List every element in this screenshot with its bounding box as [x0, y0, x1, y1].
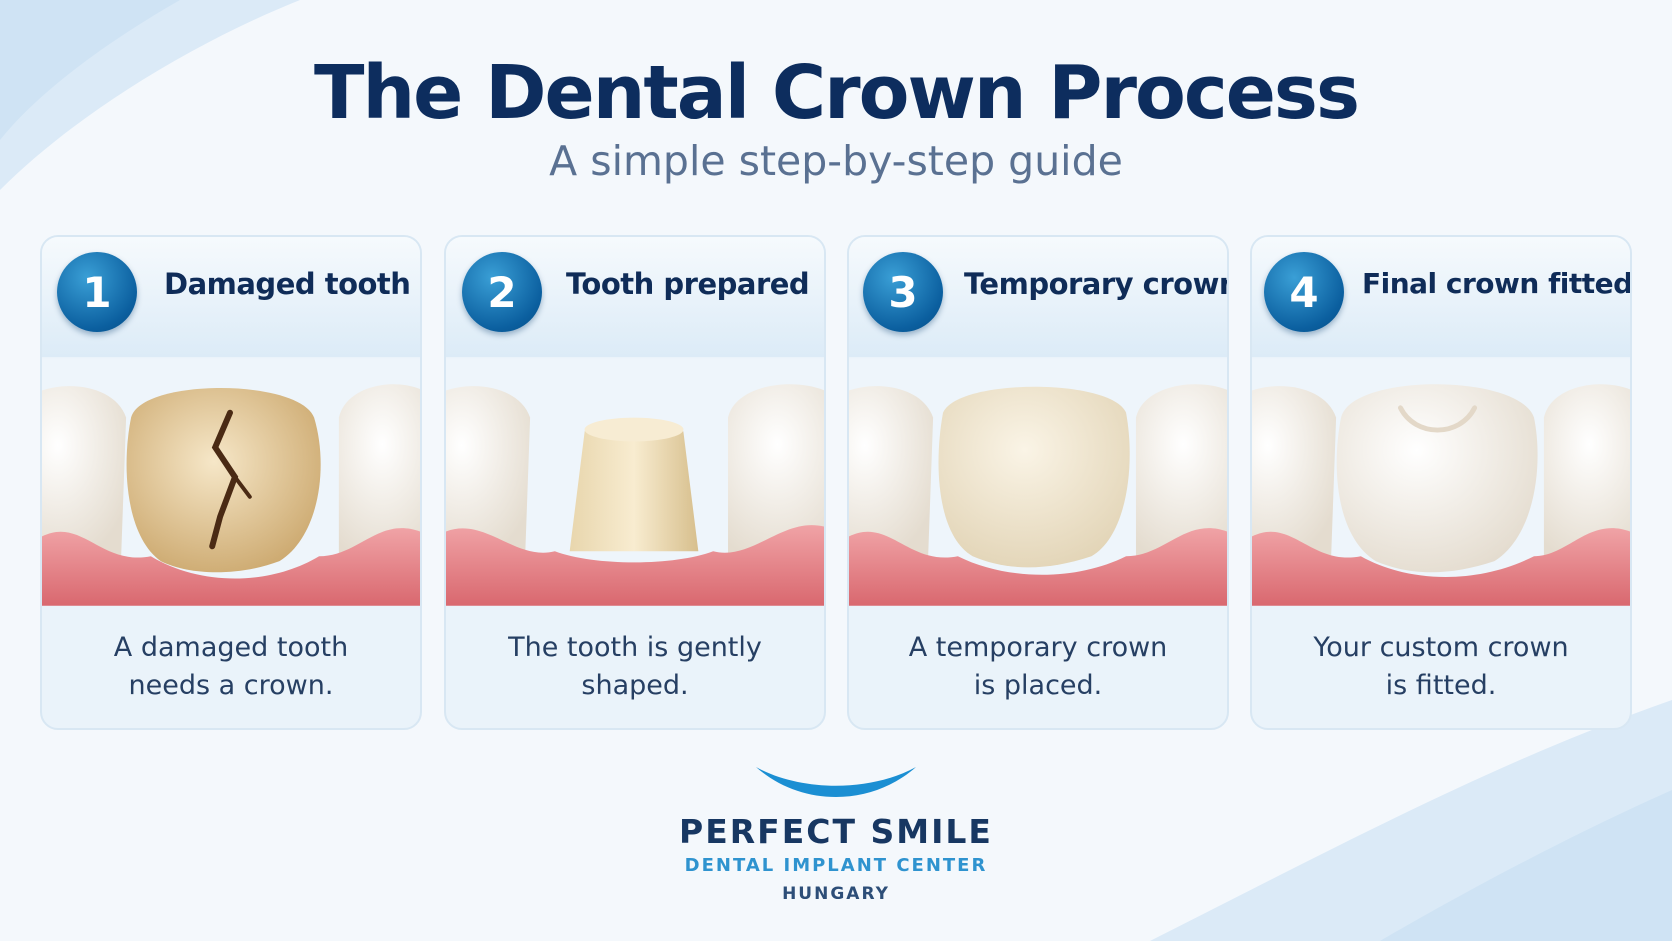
step-card-3: 3 Temporary crown A temporary crown is p… [847, 235, 1229, 730]
page-title: The Dental Crown Process [313, 50, 1360, 136]
header: The Dental Crown Process A simple step-b… [0, 50, 1672, 185]
step-number-badge: 4 [1264, 252, 1344, 332]
final-crown-icon [1252, 358, 1630, 606]
step-label: Final crown fitted [1362, 267, 1632, 300]
step-label: Damaged tooth [164, 267, 411, 301]
caption-line: A temporary crown [908, 632, 1168, 663]
step-number-badge: 3 [863, 252, 943, 332]
caption-line: Your custom crown [1313, 632, 1569, 663]
brand-country: HUNGARY [782, 884, 890, 904]
brand-name: PERFECT SMILE [679, 812, 993, 851]
brand-logo: PERFECT SMILE DENTAL IMPLANT CENTER HUNG… [0, 762, 1672, 904]
step-caption: The tooth is gently shaped. [446, 629, 824, 705]
step-card-2: 2 Tooth prepared The tooth is gently sha… [444, 235, 826, 730]
step-label: Temporary crown [964, 267, 1229, 301]
caption-line: The tooth is gently [508, 632, 762, 663]
step-card-4: 4 Final crown fitted Your custom crown i… [1250, 235, 1632, 730]
step-caption: A temporary crown is placed. [849, 629, 1227, 705]
steps-row: 1 Damaged tooth A damaged tooth needs a … [40, 235, 1632, 730]
caption-line: needs a crown. [128, 670, 334, 701]
step-number-badge: 2 [462, 252, 542, 332]
page-subtitle: A simple step-by-step guide [549, 136, 1123, 185]
step-label: Tooth prepared [566, 267, 810, 301]
brand-tagline: DENTAL IMPLANT CENTER [684, 855, 988, 876]
temporary-crown-icon [849, 358, 1227, 606]
caption-line: is fitted. [1385, 670, 1497, 701]
step-number-badge: 1 [57, 252, 137, 332]
cracked-tooth-icon [42, 358, 420, 606]
step-caption: A damaged tooth needs a crown. [42, 629, 420, 705]
caption-line: A damaged tooth [113, 632, 349, 663]
prepared-tooth-icon [446, 358, 824, 606]
step-card-1: 1 Damaged tooth A damaged tooth needs a … [40, 235, 422, 730]
caption-line: is placed. [973, 670, 1103, 701]
caption-line: shaped. [581, 670, 689, 701]
smile-arc-icon [756, 767, 916, 797]
step-caption: Your custom crown is fitted. [1252, 629, 1630, 705]
